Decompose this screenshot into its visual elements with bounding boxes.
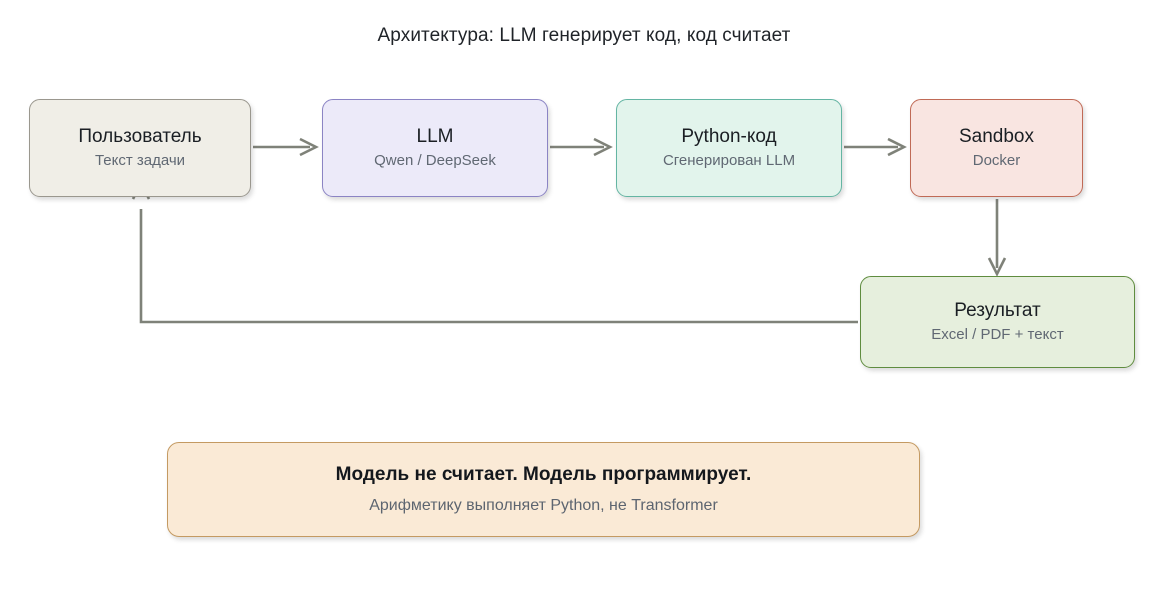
- node-sandbox[interactable]: Sandbox Docker: [910, 99, 1083, 197]
- node-python-code[interactable]: Python-код Сгенерирован LLM: [616, 99, 842, 197]
- edge-result-to-user: [131, 180, 858, 324]
- node-user[interactable]: Пользователь Текст задачи: [29, 99, 251, 197]
- node-llm-title: LLM: [416, 125, 454, 147]
- callout-box: Модель не считает. Модель программирует.…: [167, 442, 920, 537]
- node-user-subtitle: Текст задачи: [94, 152, 186, 170]
- node-sandbox-subtitle: Docker: [972, 152, 1021, 170]
- edge-sandbox-to-result: [987, 199, 1007, 277]
- node-sandbox-title: Sandbox: [958, 125, 1034, 147]
- node-user-title: Пользователь: [78, 125, 202, 147]
- edge-llm-to-python: [550, 137, 613, 157]
- node-result-title: Результат: [954, 299, 1041, 321]
- node-llm[interactable]: LLM Qwen / DeepSeek: [322, 99, 548, 197]
- callout-title: Модель не считает. Модель программирует.: [335, 464, 752, 485]
- node-python-code-title: Python-код: [681, 125, 777, 147]
- callout-subtitle: Арифметику выполняет Python, не Transfor…: [369, 496, 718, 514]
- node-llm-subtitle: Qwen / DeepSeek: [374, 152, 496, 170]
- node-result[interactable]: Результат Excel / PDF + текст: [860, 276, 1135, 368]
- node-result-subtitle: Excel / PDF + текст: [931, 326, 1064, 344]
- diagram-title: Архитектура: LLM генерирует код, код счи…: [377, 25, 791, 46]
- edge-user-to-llm: [253, 137, 319, 157]
- edge-python-to-sandbox: [844, 137, 907, 157]
- node-python-code-subtitle: Сгенерирован LLM: [662, 152, 796, 170]
